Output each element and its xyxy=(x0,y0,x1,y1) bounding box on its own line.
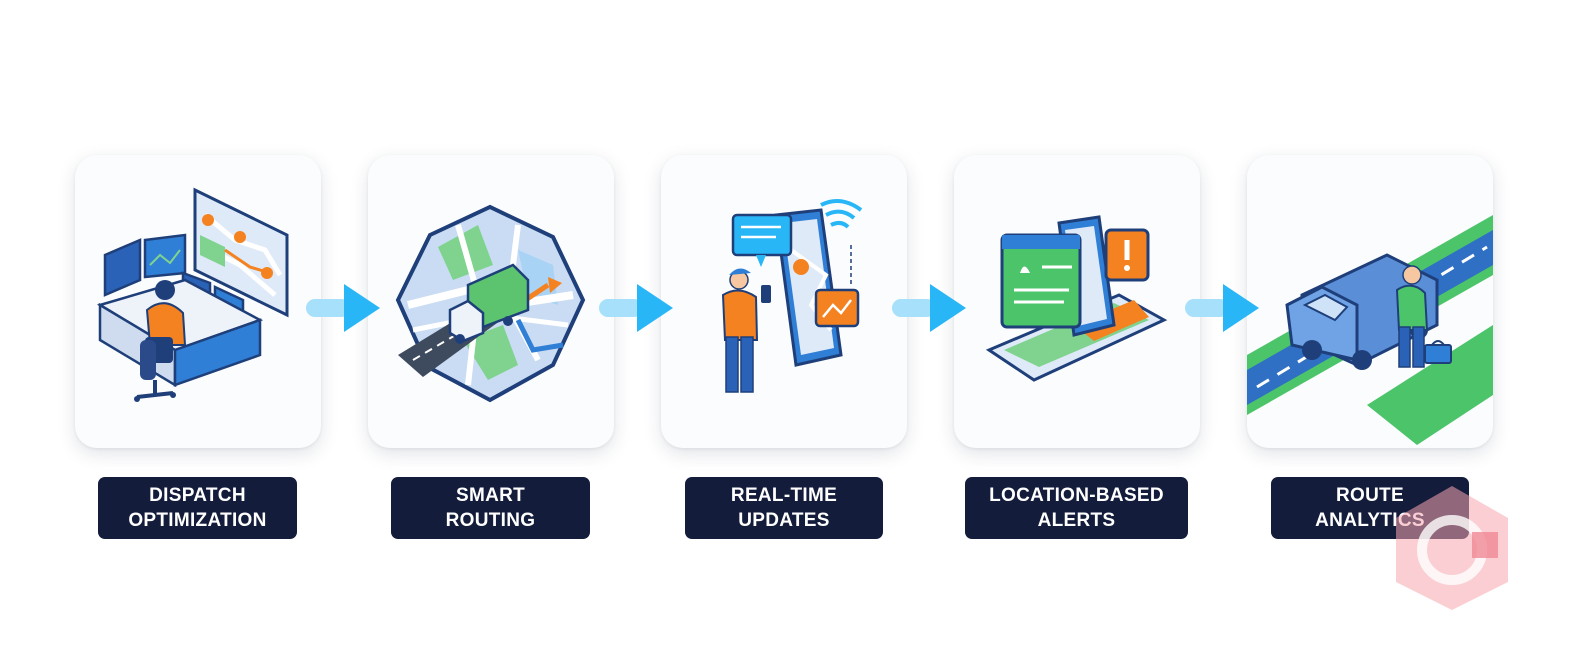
route-analytics-van-icon xyxy=(1247,215,1493,445)
step-label-line: DISPATCH xyxy=(149,485,246,506)
step-card-smart-routing xyxy=(368,155,614,448)
step-label-line: UPDATES xyxy=(738,510,830,531)
watermark-logo-icon xyxy=(1396,486,1508,610)
step-label-dispatch: DISPATCH OPTIMIZATION xyxy=(98,477,297,539)
step-label-smart-routing: SMART ROUTING xyxy=(391,477,590,539)
step-card-dispatch xyxy=(75,155,321,448)
step-label-real-time-updates: REAL-TIME UPDATES xyxy=(685,477,883,539)
smart-routing-map-icon xyxy=(395,204,586,403)
dispatch-center-icon xyxy=(96,187,289,402)
arrow-right-icon xyxy=(599,284,673,332)
step-label-line: ROUTE xyxy=(1336,485,1404,506)
real-time-updates-phone-icon xyxy=(721,199,863,393)
step-card-route-analytics xyxy=(1247,155,1493,448)
step-label-line: LOCATION-BASED xyxy=(989,485,1164,506)
step-label-line: REAL-TIME xyxy=(730,485,838,506)
step-card-real-time-updates xyxy=(661,155,907,448)
step-label-line: ALERTS xyxy=(1037,510,1116,531)
location-alerts-icon xyxy=(985,215,1168,382)
step-label-line: SMART xyxy=(455,485,526,506)
step-label-line: OPTIMIZATION xyxy=(128,510,267,531)
step-label-line: ROUTING xyxy=(445,510,536,531)
arrow-right-icon xyxy=(1185,284,1259,332)
arrow-right-icon xyxy=(306,284,380,332)
step-label-location-alerts: LOCATION-BASED ALERTS xyxy=(965,477,1188,539)
arrow-right-icon xyxy=(892,284,966,332)
step-card-location-alerts xyxy=(954,155,1200,448)
